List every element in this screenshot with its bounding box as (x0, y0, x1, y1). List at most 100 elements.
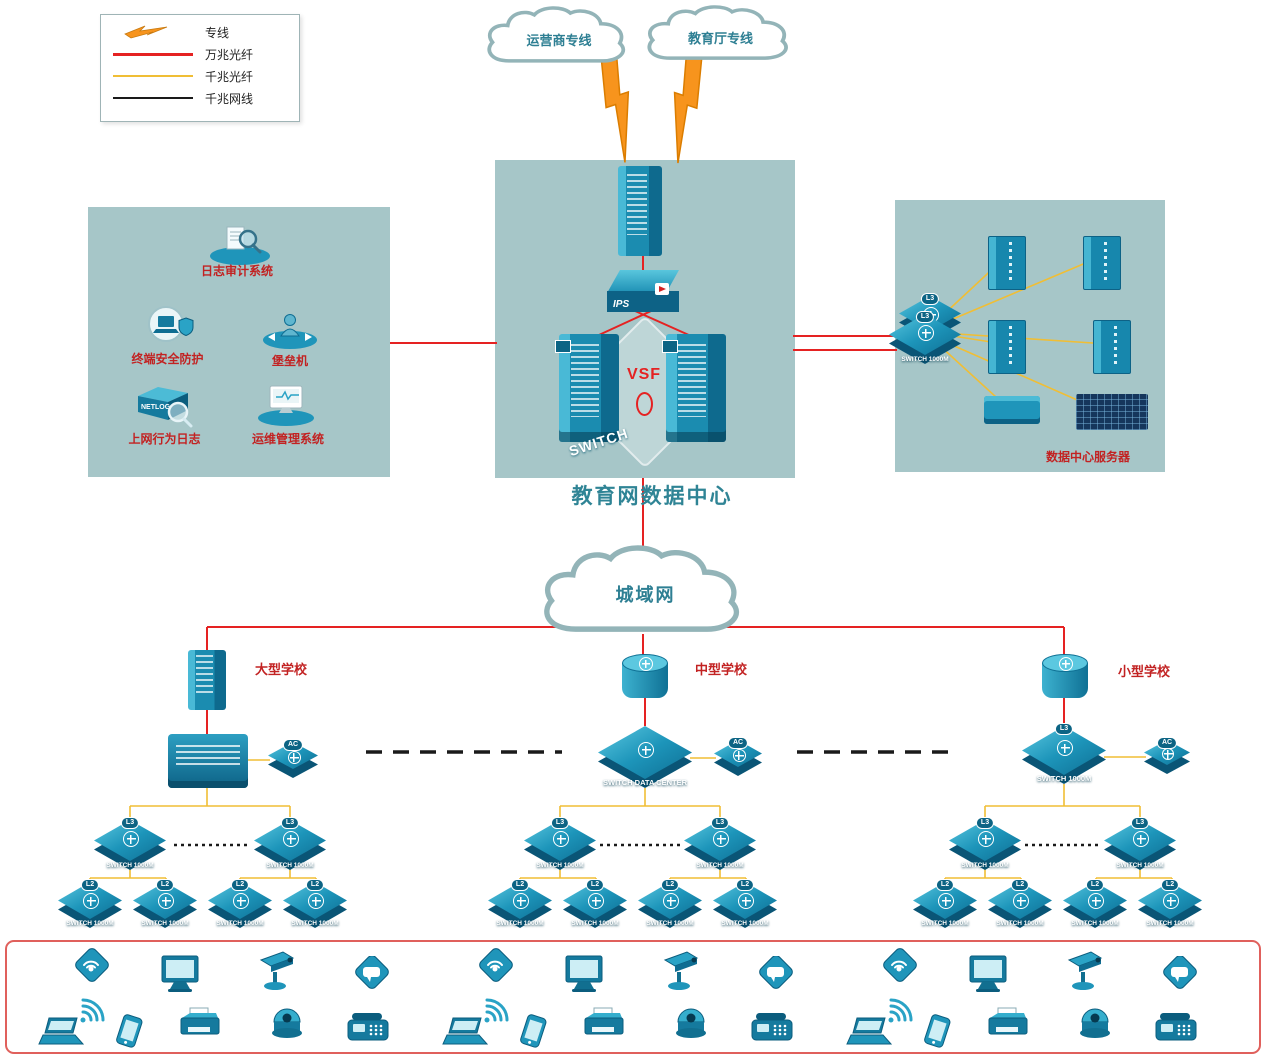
ops-management-icon (255, 382, 317, 433)
switch-label: SWITCH 1000M (921, 920, 969, 927)
switch-badge: L2 (510, 879, 530, 891)
switch-arrows-icon (1013, 893, 1029, 909)
desk-phone-icon (345, 1010, 391, 1049)
legend-label: 千兆光纤 (205, 69, 254, 84)
switch-badge: L2 (1160, 879, 1180, 891)
switch-arrows-icon (1133, 831, 1149, 847)
school2-label: 中型学校 (695, 662, 748, 677)
switch-label: SWITCH 1000M (571, 920, 619, 927)
switch-label: SWITCH 1000M (961, 862, 1009, 869)
voice-device-icon (753, 955, 797, 999)
server-tower (1093, 320, 1131, 374)
desktop-computer-icon (563, 954, 609, 999)
switch-badge: L3 (1054, 723, 1074, 735)
laptop-icon (845, 1016, 893, 1051)
switch-label: SWITCH 1000M (536, 862, 584, 869)
switch-badge: L2 (660, 879, 680, 891)
cloud-label: 教育厅专线 (687, 30, 753, 46)
switch-badge: L3 (920, 293, 940, 305)
switch-arrows-icon (732, 749, 746, 762)
switch-badge: L3 (915, 311, 935, 323)
core-switch-b (662, 334, 726, 442)
netlog-label: NETLOG (141, 404, 171, 411)
legend-label: 万兆光纤 (205, 47, 254, 62)
switch-label: SWITCH DATA CENTER (602, 778, 688, 787)
switch-arrows-icon (638, 742, 654, 758)
ips-indicator-icon (655, 283, 669, 295)
school2-ac-controller: AC (714, 737, 762, 776)
switch-arrows-icon (938, 893, 954, 909)
school3-l2-switch: L2 SWITCH 1000M (1063, 879, 1127, 928)
wifi-signal-icon (479, 988, 519, 1031)
switch-label: SWITCH 1000M (291, 920, 339, 927)
server-tower (988, 320, 1026, 374)
education-cloud: 教育厅专线 (643, 5, 798, 65)
switch-arrows-icon (283, 831, 299, 847)
switch-badge: AC (727, 737, 749, 749)
school1-l3-switch: L3 SWITCH 1000M (94, 817, 166, 870)
switch-badge: L3 (1130, 817, 1150, 829)
switch-badge: L3 (975, 817, 995, 829)
school3-router (1042, 654, 1088, 698)
rack-switch (1076, 394, 1148, 430)
school1-l2-switch: L2 SWITCH 1000M (208, 879, 272, 928)
switch-badge: L2 (80, 879, 100, 891)
school3-core-switch: L3 SWITCH 1000M (1022, 723, 1106, 784)
router-arrows-icon (639, 657, 653, 671)
switch-arrows-icon (588, 893, 604, 909)
switch-arrows-icon (513, 893, 529, 909)
wireless-ap-icon (473, 948, 517, 993)
red-line-icon (101, 52, 205, 56)
school3-l2-switch: L2 SWITCH 1000M (988, 879, 1052, 928)
switch-arrows-icon (308, 893, 324, 909)
switch-arrows-icon (123, 831, 139, 847)
switch-badge: L2 (305, 879, 325, 891)
voice-device-icon (1157, 955, 1201, 999)
school1-l3-switch: L3 SWITCH 1000M (254, 817, 326, 870)
switch-badge: L2 (155, 879, 175, 891)
switch-arrows-icon (553, 831, 569, 847)
legend-row-1g-fiber: 千兆光纤 (101, 65, 299, 87)
switch-label: SWITCH 1000M (901, 356, 949, 363)
switch-label: SWITCH 1000M (996, 920, 1044, 927)
switch-arrows-icon (663, 893, 679, 909)
switch-arrows-icon (233, 893, 249, 909)
dome-camera-icon (671, 1002, 711, 1047)
endpoint-group (437, 944, 829, 1048)
desk-phone-icon (1153, 1010, 1199, 1049)
switch-label: SWITCH 1000M (1146, 920, 1194, 927)
school2-l2-switch: L2 SWITCH 1000M (563, 879, 627, 928)
terminal-security-icon (140, 304, 204, 353)
school2-router (622, 654, 668, 698)
yellow-line-icon (101, 75, 205, 77)
wifi-signal-icon (883, 988, 923, 1031)
server-panel-label: 数据中心服务器 (1045, 450, 1130, 464)
printer-icon (985, 1006, 1031, 1047)
switch-arrows-icon (918, 325, 934, 341)
school3-l2-switch: L2 SWITCH 1000M (913, 879, 977, 928)
endpoint-group (33, 944, 425, 1048)
legend-row-10g: 万兆光纤 (101, 43, 299, 65)
switch-arrows-icon (1162, 748, 1174, 760)
school1-l2-switch: L2 SWITCH 1000M (58, 879, 122, 928)
school1-l2-switch: L2 SWITCH 1000M (133, 879, 197, 928)
security-item-label: 堡垒机 (271, 354, 308, 368)
vsf-link-icon (636, 392, 653, 416)
school3-l2-switch: L2 SWITCH 1000M (1138, 879, 1202, 928)
security-item-label: 日志审计系统 (200, 264, 273, 278)
switch-arrows-icon (158, 893, 174, 909)
smartphone-icon (920, 1011, 955, 1056)
legend-row-dedicated: 专线 (101, 21, 299, 43)
router-arrows-icon (1059, 657, 1073, 671)
switch-label: SWITCH 1000M (266, 862, 314, 869)
switch-label: SWITCH 1000M (141, 920, 189, 927)
school2-core-switch: SWITCH DATA CENTER (598, 726, 692, 788)
security-item-label: 上网行为日志 (128, 432, 201, 446)
switch-arrows-icon (83, 893, 99, 909)
school3-ac-controller: AC (1144, 737, 1190, 774)
ptz-camera-icon (257, 948, 299, 997)
storage-device (984, 396, 1040, 424)
core-switch-a (555, 334, 619, 442)
lightning-bolt-icon (101, 24, 205, 40)
switch-arrows-icon (978, 831, 994, 847)
